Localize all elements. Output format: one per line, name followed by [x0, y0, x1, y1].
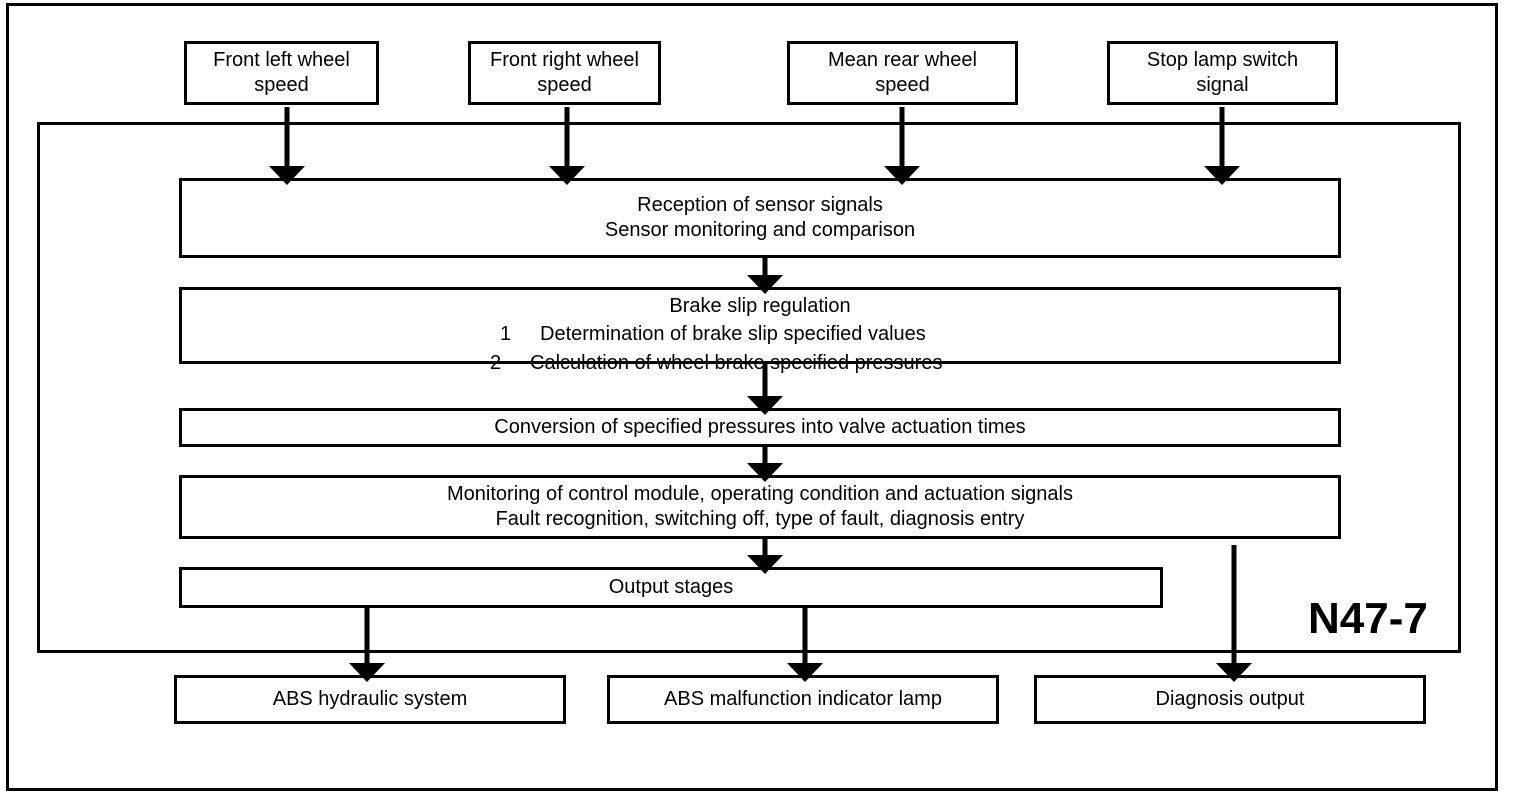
line: Fault recognition, switching off, type o… — [495, 508, 1025, 530]
line: ABS malfunction indicator lamp — [664, 688, 942, 710]
line: Front right wheel — [490, 49, 639, 71]
output-stages: Output stages — [179, 567, 1163, 608]
item-number: 2 — [490, 352, 502, 374]
line: speed — [875, 74, 930, 96]
diagram-frame — [6, 3, 1498, 791]
line: speed — [254, 74, 309, 96]
brake-slip-item: 2 Calculation of wheel brake specified p… — [490, 349, 1010, 378]
reception-of-sensor-signals: Reception of sensor signals Sensor monit… — [179, 178, 1341, 258]
line: Front left wheel — [213, 49, 350, 71]
conversion-to-valve-actuation-times: Conversion of specified pressures into v… — [179, 408, 1341, 447]
line: Mean rear wheel — [828, 49, 977, 71]
line: Stop lamp switch — [1146, 49, 1299, 71]
item-text: Calculation of wheel brake specified pre… — [530, 352, 943, 374]
line: Diagnosis output — [1155, 688, 1305, 710]
line: Monitoring of control module, operating … — [447, 483, 1073, 505]
line: Sensor monitoring and comparison — [604, 219, 916, 241]
line: Conversion of specified pressures into v… — [494, 416, 1026, 438]
output-diagnosis: Diagnosis output — [1034, 675, 1426, 724]
output-abs-hydraulic-system: ABS hydraulic system — [174, 675, 566, 724]
input-stop-lamp-switch-signal: Stop lamp switch signal — [1107, 41, 1338, 105]
input-mean-rear-wheel-speed: Mean rear wheel speed — [787, 41, 1018, 105]
item-text: Determination of brake slip specified va… — [540, 323, 926, 345]
brake-slip-regulation: Brake slip regulation 1 Determination of… — [179, 287, 1341, 374]
brake-slip-item: 1 Determination of brake slip specified … — [500, 320, 1020, 349]
line: ABS hydraulic system — [272, 688, 468, 710]
item-number: 1 — [500, 323, 512, 345]
line: Reception of sensor signals — [637, 194, 883, 216]
monitoring-and-fault-recognition: Monitoring of control module, operating … — [179, 475, 1341, 539]
brake-slip-title: Brake slip regulation — [669, 295, 851, 317]
output-abs-malfunction-indicator-lamp: ABS malfunction indicator lamp — [607, 675, 999, 724]
line: Output stages — [608, 576, 734, 598]
module-label: N47-7 — [1308, 594, 1428, 643]
line: speed — [537, 74, 592, 96]
line: signal — [1196, 74, 1249, 96]
input-front-left-wheel-speed: Front left wheel speed — [184, 41, 379, 105]
input-front-right-wheel-speed: Front right wheel speed — [468, 41, 661, 105]
control-module-n47-7 — [37, 122, 1461, 653]
